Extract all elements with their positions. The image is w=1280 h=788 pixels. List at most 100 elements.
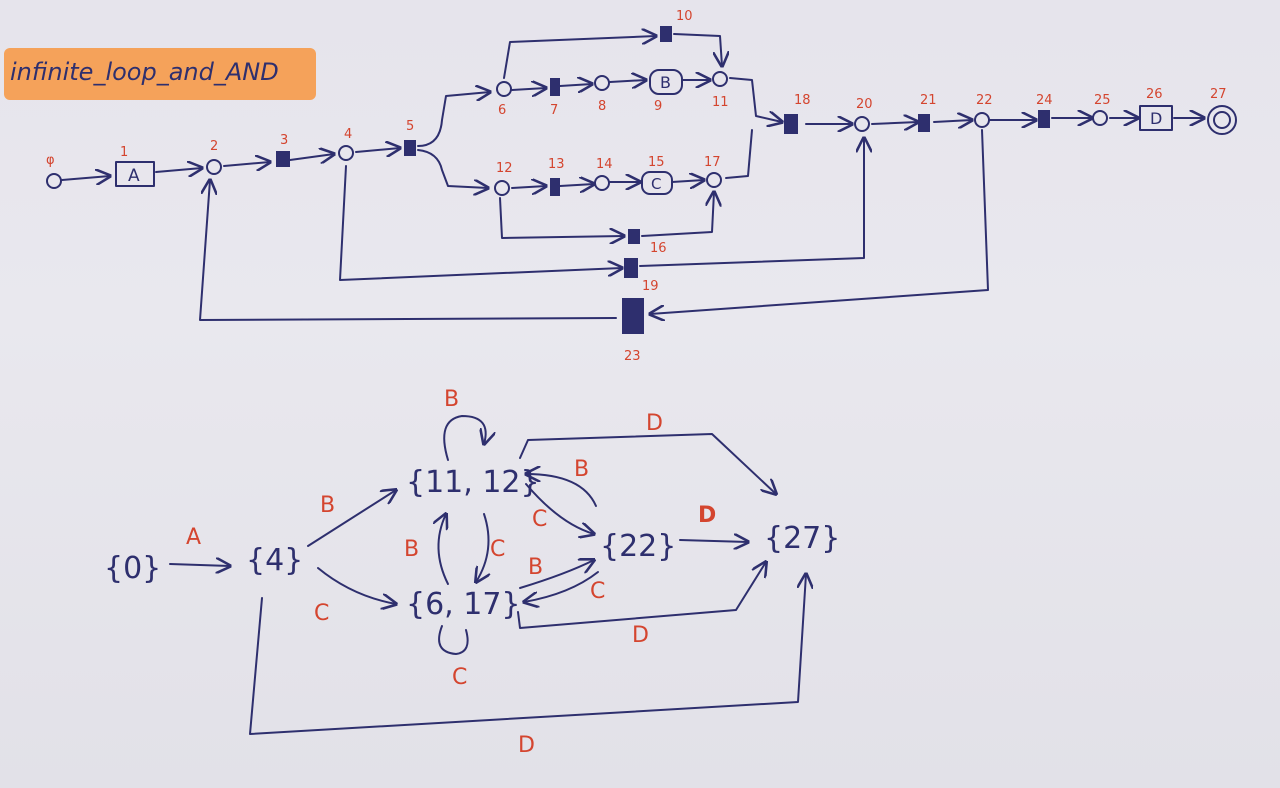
edge-s11-12-to-s27 (519, 433, 776, 494)
node-number: 19 (642, 279, 659, 294)
arc (673, 33, 722, 66)
transition-A: A (115, 161, 155, 187)
arc (639, 138, 864, 267)
arc (199, 180, 617, 321)
transition-box (115, 161, 155, 187)
state-4: {4} (246, 543, 303, 578)
place-12 (494, 180, 510, 196)
node-number: 4 (344, 127, 352, 142)
silent-transition-10 (660, 26, 672, 42)
transition-box (1139, 105, 1173, 131)
edge-label: C (532, 507, 547, 532)
edge-loop-s11-12 (443, 415, 485, 461)
node-number: 17 (704, 155, 721, 170)
node-number: 8 (598, 99, 606, 114)
place-27-inner (1213, 111, 1231, 129)
state-0: {0} (104, 551, 161, 586)
transition-label: A (128, 166, 140, 186)
node-number: 13 (548, 157, 565, 172)
edge-s0-s4 (169, 564, 230, 566)
edge-s6-17-to-s11-12 (438, 514, 449, 585)
silent-transition-23 (622, 298, 644, 334)
arc (641, 192, 714, 237)
arc (417, 92, 490, 147)
node-number: 25 (1094, 93, 1111, 108)
arc (511, 186, 546, 188)
silent-transition-3 (276, 151, 290, 167)
state-11-12: {11, 12} (406, 465, 540, 500)
node-number: 27 (1210, 87, 1227, 102)
arc (725, 129, 753, 179)
silent-transition-16 (628, 229, 640, 244)
node-number: 11 (712, 95, 729, 110)
place-25 (1092, 110, 1108, 126)
title-highlight (4, 48, 316, 100)
node-number: 6 (498, 103, 506, 118)
edge-label: C (314, 601, 329, 626)
place-22 (974, 112, 990, 128)
transition-B: B (649, 69, 683, 95)
node-number: φ (46, 153, 55, 168)
node-number: 20 (856, 97, 873, 112)
arc (871, 122, 918, 124)
edge-label: D (698, 503, 716, 528)
place-14 (594, 175, 610, 191)
edge-s6-17-to-s27 (517, 562, 766, 629)
transition-label: D (1150, 109, 1162, 128)
silent-transition-13 (550, 178, 560, 196)
arc (61, 176, 110, 180)
arc (933, 120, 972, 122)
edge-label: C (490, 537, 505, 562)
silent-transition-19 (624, 258, 638, 278)
arc (417, 149, 488, 188)
node-number: 9 (654, 99, 662, 114)
node-number: 12 (496, 161, 513, 176)
edge-s11-12-to-s6-17 (476, 513, 489, 582)
edge-label: B (320, 493, 335, 518)
node-number: 7 (550, 103, 558, 118)
state-6-17: {6, 17} (406, 587, 521, 622)
edge-s22-to-s6-17 (524, 571, 599, 602)
edge-loop-s6-17 (438, 625, 469, 655)
node-number: 26 (1146, 87, 1163, 102)
transition-D: D (1139, 105, 1173, 131)
transition-label: C (651, 175, 661, 193)
node-number: 23 (624, 349, 641, 364)
node-number: 22 (976, 93, 993, 108)
edge-label: B (404, 537, 419, 562)
node-number: 3 (280, 133, 288, 148)
node-number: 2 (210, 139, 218, 154)
silent-transition-7 (550, 78, 560, 96)
edge-label: B (444, 387, 459, 412)
arc (559, 84, 592, 86)
node-number: 5 (406, 119, 414, 134)
title: infinite_loop_and_AND (10, 58, 279, 86)
place-2 (206, 159, 222, 175)
edge-label: D (632, 623, 649, 648)
place-20 (854, 116, 870, 132)
edge-label: B (574, 457, 589, 482)
arc (671, 180, 704, 182)
node-number: 10 (676, 9, 693, 24)
place-17 (706, 172, 722, 188)
edge-s11-12-to-s22 (525, 483, 594, 534)
arc (155, 168, 202, 172)
state-graph: {0} {4} {11, 12} {6, 17} {22} {27} A B C… (104, 387, 840, 758)
place-6 (496, 81, 512, 97)
edge-s22-to-s11-12 (526, 474, 597, 507)
arc (355, 148, 400, 152)
silent-transition-5 (404, 140, 416, 156)
edge-s22-to-s27 (679, 540, 748, 542)
edge-label: C (590, 579, 605, 604)
arc (499, 197, 624, 238)
place-0 (46, 173, 62, 189)
place-27-final (1207, 105, 1237, 135)
arc (729, 77, 782, 122)
arc (511, 88, 546, 90)
node-number: 21 (920, 93, 937, 108)
node-number: 14 (596, 157, 613, 172)
silent-transition-18 (784, 114, 798, 134)
edge-s6-17-to-s22 (519, 560, 594, 589)
state-22: {22} (600, 529, 676, 564)
arc (650, 129, 989, 314)
